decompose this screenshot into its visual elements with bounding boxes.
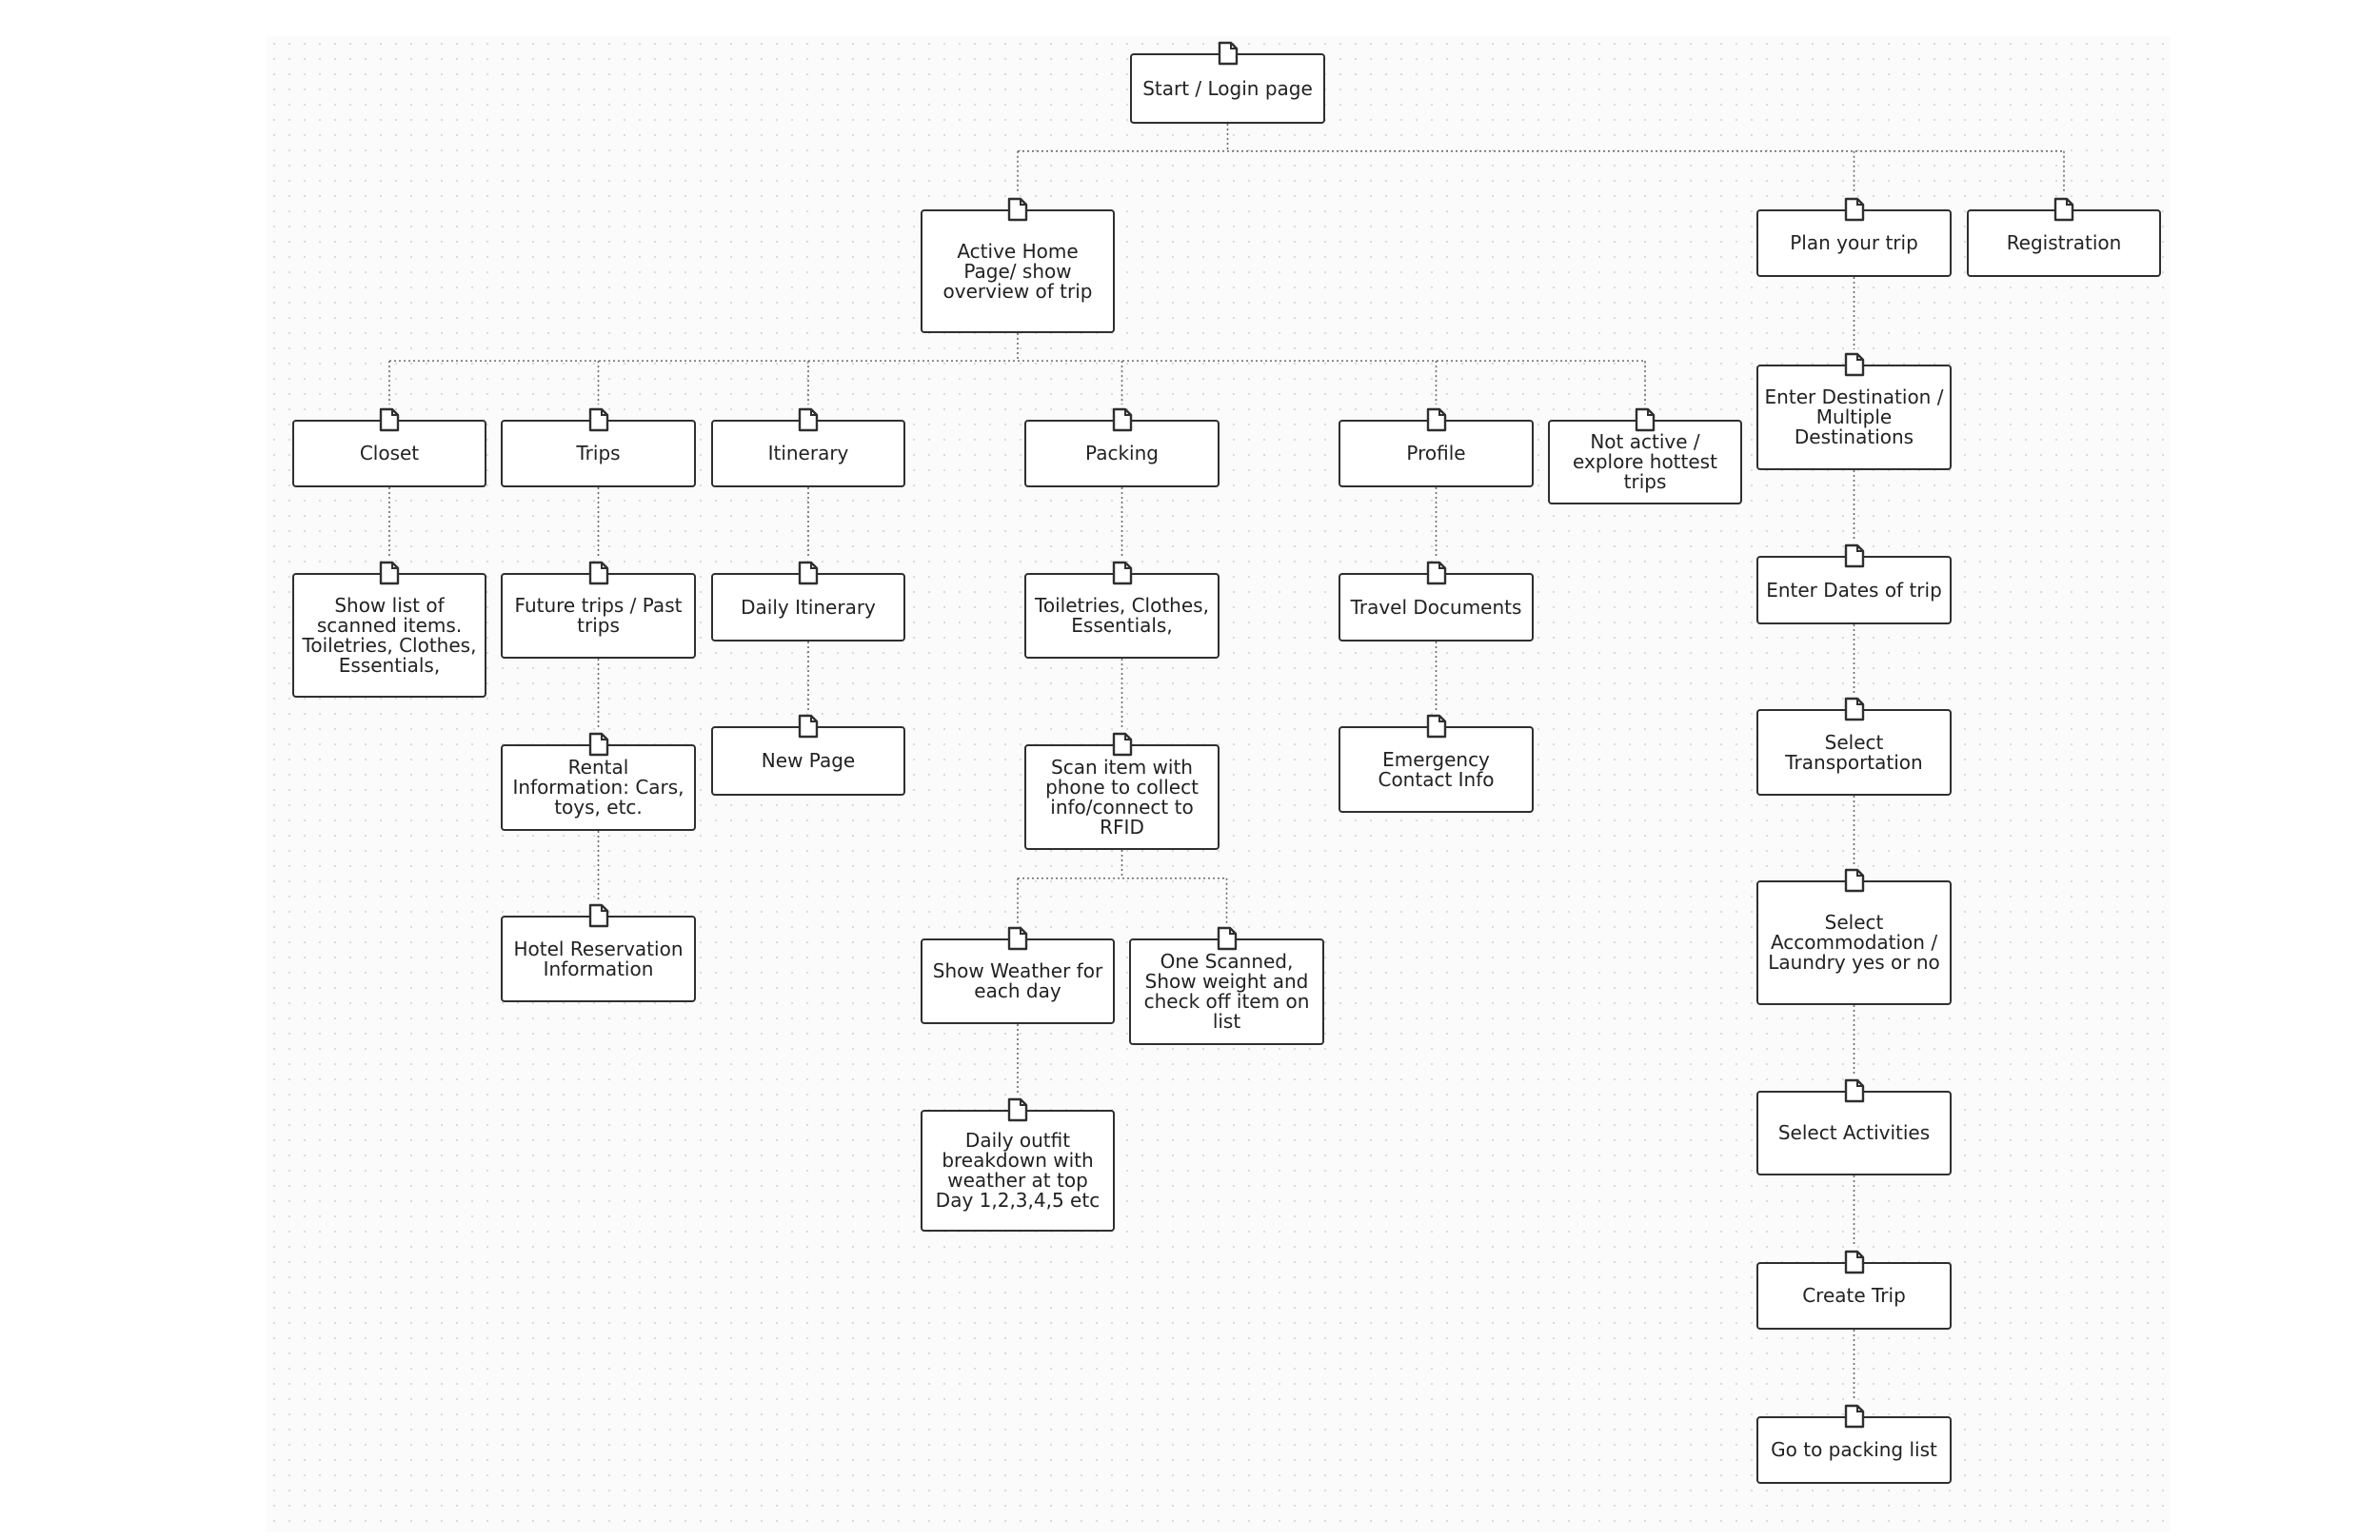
node-label: Trips xyxy=(576,442,621,464)
node-trips[interactable]: Trips xyxy=(501,407,696,487)
node-plan[interactable]: Plan your trip xyxy=(1756,197,1952,277)
node-activities[interactable]: Select Activities xyxy=(1756,1078,1952,1175)
node-home[interactable]: Active Home Page/ show overview of trip xyxy=(921,197,1115,333)
node-closet[interactable]: Closet xyxy=(292,407,486,487)
node-label: Scan item with phone to collect info/con… xyxy=(1045,755,1199,839)
node-label: Select Activities xyxy=(1777,1121,1931,1144)
page-icon xyxy=(1112,732,1132,757)
page-icon xyxy=(1112,561,1132,585)
node-weather[interactable]: Show Weather for each day xyxy=(921,926,1115,1024)
node-label: Show Weather for each day xyxy=(932,959,1103,1002)
node-scan[interactable]: Scan item with phone to collect info/con… xyxy=(1024,732,1220,850)
node-registration[interactable]: Registration xyxy=(1967,197,2161,277)
page-icon xyxy=(1844,197,1864,222)
page-icon xyxy=(1635,407,1656,432)
node-label: Daily Itinerary xyxy=(741,595,876,619)
page-icon xyxy=(1844,543,1864,568)
node-label: Enter Dates of trip xyxy=(1766,578,1942,602)
node-label: Select Transportation xyxy=(1785,730,1923,774)
page-icon xyxy=(379,407,400,432)
node-label: Closet xyxy=(359,442,420,464)
node-label: Show list of scanned items. Toiletries, … xyxy=(302,593,477,677)
page-icon xyxy=(1844,868,1864,893)
node-outfit[interactable]: Daily outfit breakdown with weather at t… xyxy=(921,1097,1115,1232)
page-icon xyxy=(1426,407,1446,432)
node-label: Daily outfit breakdown with weather at t… xyxy=(935,1129,1101,1212)
node-destination[interactable]: Enter Destination / Multiple Destination… xyxy=(1756,352,1952,470)
node-label: Not active / explore hottest trips xyxy=(1573,430,1717,493)
page-icon xyxy=(1844,1250,1864,1274)
page-icon xyxy=(588,903,608,928)
page-icon xyxy=(1007,197,1028,222)
page-icon xyxy=(1218,41,1238,66)
node-label: Future trips / Past trips xyxy=(514,594,683,637)
node-label: Rental Information: Cars, toys, etc. xyxy=(512,756,684,819)
page-icon xyxy=(1844,352,1864,377)
node-label: Go to packing list xyxy=(1771,1438,1937,1461)
node-transport[interactable]: Select Transportation xyxy=(1756,697,1952,796)
page-icon xyxy=(379,561,400,585)
node-label: Registration xyxy=(2006,231,2122,254)
node-label: New Page xyxy=(761,749,856,772)
node-dates[interactable]: Enter Dates of trip xyxy=(1756,543,1952,624)
node-rental[interactable]: Rental Information: Cars, toys, etc. xyxy=(501,732,696,831)
page-icon xyxy=(1112,407,1132,432)
node-create[interactable]: Create Trip xyxy=(1756,1250,1952,1330)
node-scanned[interactable]: Show list of scanned items. Toiletries, … xyxy=(292,561,486,698)
node-label: Packing xyxy=(1085,442,1159,464)
page-icon xyxy=(798,714,819,739)
page-icon xyxy=(798,407,819,432)
page-icon xyxy=(1007,926,1028,951)
page-icon xyxy=(2053,197,2074,222)
node-hotel[interactable]: Hotel Reservation Information xyxy=(501,903,696,1002)
node-label: Enter Destination / Multiple Destination… xyxy=(1764,385,1944,448)
node-label: Start / Login page xyxy=(1142,76,1313,100)
node-label: Profile xyxy=(1406,442,1466,464)
node-daily[interactable]: Daily Itinerary xyxy=(711,561,905,642)
node-start[interactable]: Start / Login page xyxy=(1130,41,1325,124)
page-icon xyxy=(588,732,608,757)
node-future[interactable]: Future trips / Past trips xyxy=(501,561,696,659)
node-label: Travel Documents xyxy=(1350,595,1522,619)
node-label: Select Accommodation / Laundry yes or no xyxy=(1768,911,1940,974)
node-accommodation[interactable]: Select Accommodation / Laundry yes or no xyxy=(1756,868,1952,1005)
node-label: Plan your trip xyxy=(1790,231,1918,254)
node-packing[interactable]: Packing xyxy=(1024,407,1220,487)
page-icon xyxy=(1426,561,1446,585)
page-icon xyxy=(588,407,608,432)
node-label: Hotel Reservation Information xyxy=(513,937,684,980)
node-emergency[interactable]: Emergency Contact Info xyxy=(1339,714,1534,813)
node-toiletries[interactable]: Toiletries, Clothes, Essentials, xyxy=(1024,561,1220,659)
page-icon xyxy=(1007,1097,1028,1122)
node-label: Toiletries, Clothes, Essentials, xyxy=(1035,594,1209,637)
page-icon xyxy=(798,561,819,585)
page-icon xyxy=(588,561,608,585)
page-icon xyxy=(1844,1404,1864,1429)
node-profile[interactable]: Profile xyxy=(1339,407,1534,487)
node-label: Emergency Contact Info xyxy=(1378,747,1495,791)
node-gopacking[interactable]: Go to packing list xyxy=(1756,1404,1952,1484)
node-newpage[interactable]: New Page xyxy=(711,714,905,796)
node-notactive[interactable]: Not active / explore hottest trips xyxy=(1548,407,1742,504)
node-label: One Scanned, Show weight and check off i… xyxy=(1143,950,1310,1033)
node-label: Create Trip xyxy=(1802,1284,1906,1307)
node-label: Itinerary xyxy=(767,442,849,464)
page-icon xyxy=(1844,1078,1864,1103)
page-icon xyxy=(1217,926,1237,951)
page-icon xyxy=(1426,714,1446,739)
page-icon xyxy=(1844,697,1864,721)
node-onescanned[interactable]: One Scanned, Show weight and check off i… xyxy=(1129,926,1324,1045)
node-itinerary[interactable]: Itinerary xyxy=(711,407,905,487)
node-traveldocs[interactable]: Travel Documents xyxy=(1339,561,1534,642)
node-label: Active Home Page/ show overview of trip xyxy=(942,239,1093,303)
